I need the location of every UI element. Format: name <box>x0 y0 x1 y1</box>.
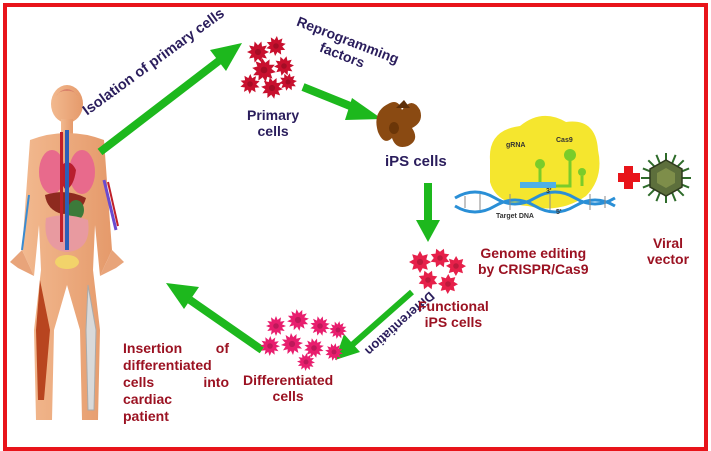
differentiated-cell <box>329 321 347 339</box>
differentiated-cells-label: Differentiated cells <box>243 372 334 404</box>
functional-cell-cluster-icon <box>409 248 466 294</box>
functional-cell-nucleus <box>453 263 459 269</box>
primary-cell <box>240 74 260 94</box>
plus-icon <box>618 166 640 189</box>
differentiated-cell-nucleus <box>317 323 323 329</box>
ips-cell-cluster-icon <box>376 100 421 147</box>
differentiated-cell <box>325 343 343 361</box>
functional-cells-line-2: iPS cells <box>424 313 483 330</box>
primary-cell <box>279 73 297 91</box>
crispr-cas9-label: Cas9 <box>556 137 573 144</box>
differentiated-cells-line-1: Differentiated <box>243 372 334 388</box>
primary-cell-nucleus <box>273 43 279 49</box>
differentiated-cell-cluster-icon <box>260 309 347 371</box>
differentiated-cell <box>310 316 330 336</box>
insertion-line-5: patient <box>123 408 169 424</box>
genome-editing-line-2: by CRISPR/Cas9 <box>478 260 589 277</box>
ips-cells-label: iPS cells <box>385 153 447 170</box>
functional-cell <box>438 274 458 294</box>
insertion-line-1: Insertion of <box>123 340 229 356</box>
differentiated-cell <box>304 338 324 358</box>
functional-cell <box>409 251 431 273</box>
primary-cell-nucleus <box>247 81 253 87</box>
differentiated-cell <box>287 309 309 331</box>
primary-cell-nucleus <box>254 48 262 56</box>
primary-cell <box>266 36 286 56</box>
crispr-grna-label: gRNA <box>506 142 526 149</box>
arrow-insertion <box>187 296 265 354</box>
red-border-frame <box>3 3 708 451</box>
functional-cell <box>446 256 466 276</box>
functional-cell <box>418 270 438 290</box>
primary-cell-nucleus <box>260 66 268 74</box>
genome-editing-line-1: Genome editing <box>480 245 587 261</box>
differentiated-cell-nucleus <box>311 345 317 351</box>
differentiated-cell <box>281 333 303 355</box>
crispr-3-prime-label: 3' <box>546 188 552 195</box>
genome-editing-label: Genome editing by CRISPR/Cas9 <box>478 245 589 277</box>
differentiated-cell-nucleus <box>335 327 341 333</box>
differentiated-cells-line-2: cells <box>272 387 304 404</box>
primary-cell <box>261 77 283 99</box>
human-body-anatomy-icon <box>10 85 124 420</box>
arrow-isolation <box>97 56 223 156</box>
spiky-cell-cluster-icon <box>240 36 297 99</box>
insertion-line-2: differentiated <box>123 357 212 373</box>
functional-cell-nucleus <box>445 281 451 287</box>
viral-particle-icon <box>641 153 691 203</box>
functional-cells-line-1: Functional <box>418 298 489 314</box>
differentiated-cell-nucleus <box>267 343 273 349</box>
primary-cells-label: Primary cells <box>247 107 300 139</box>
differentiated-cell-nucleus <box>273 323 279 329</box>
differentiated-cell <box>297 353 315 371</box>
differentiated-cell-nucleus <box>288 340 296 348</box>
viral-vector-line-1: Viral <box>652 235 684 251</box>
flow-arrows <box>97 43 440 360</box>
functional-cell-nucleus <box>425 277 431 283</box>
crispr-5-prime-label: 5' <box>556 209 562 216</box>
arrow-differentiation <box>350 289 414 348</box>
primary-cell <box>252 58 276 82</box>
insertion-line-4: cardiac <box>123 391 173 407</box>
differentiated-cell <box>260 336 280 356</box>
primary-cell-nucleus <box>281 63 287 69</box>
crispr-cas9-complex-icon <box>454 115 616 214</box>
functional-cell-nucleus <box>437 255 443 261</box>
primary-cells-line-2: cells <box>257 122 289 139</box>
differentiated-cell-nucleus <box>303 359 309 365</box>
differentiated-cell-nucleus <box>294 316 302 324</box>
functional-cell <box>430 248 450 268</box>
crispr-target-dna-label: Target DNA <box>496 213 534 220</box>
differentiated-cell <box>266 316 286 336</box>
primary-cell-nucleus <box>285 79 291 85</box>
insertion-label: Insertion of differentiated cells into c… <box>123 340 229 425</box>
primary-cell-nucleus <box>268 84 276 92</box>
primary-cell <box>274 56 294 76</box>
primary-cells-line-1: Primary <box>247 107 300 123</box>
primary-cell <box>247 41 269 63</box>
insertion-line-3: cells into <box>123 374 229 390</box>
functional-cells-label: Functional iPS cells <box>418 298 489 330</box>
differentiated-cell-nucleus <box>331 349 337 355</box>
viral-vector-line-2: vector <box>647 250 690 267</box>
functional-cell-nucleus <box>416 258 424 266</box>
viral-vector-label: Viral vector <box>647 235 690 267</box>
